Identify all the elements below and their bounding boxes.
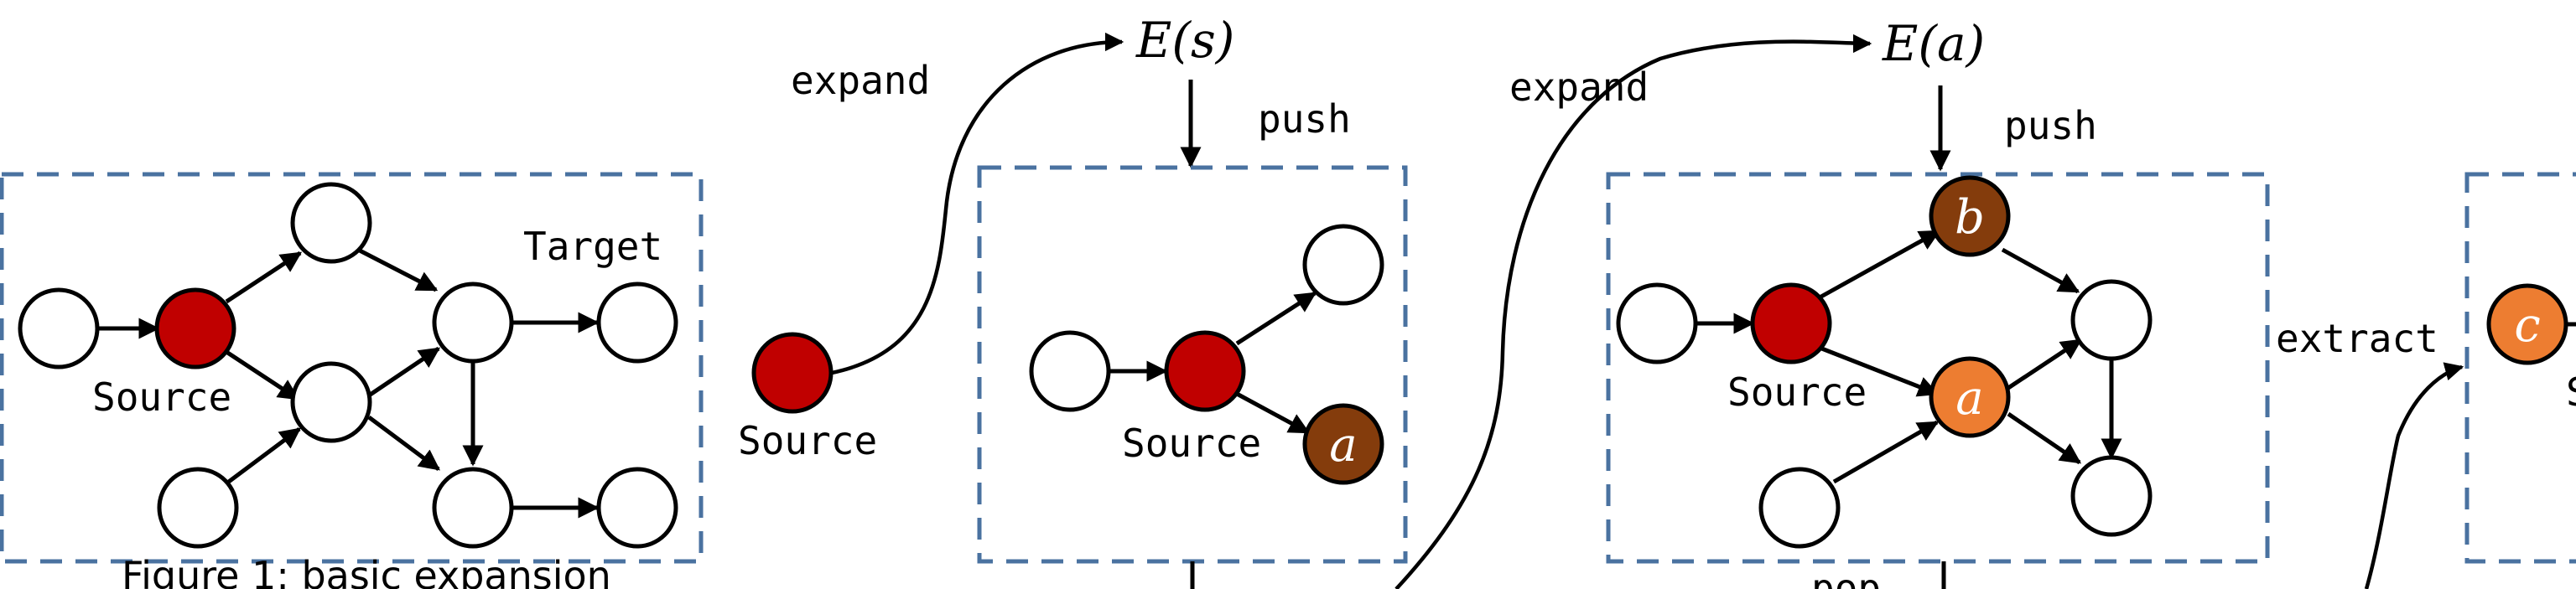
graph-node xyxy=(596,467,678,549)
source-label-step1: Source xyxy=(1122,421,1261,466)
target-node xyxy=(596,282,678,364)
source-node xyxy=(1164,330,1246,412)
node-b xyxy=(1929,175,2011,257)
expand-arrow-a xyxy=(1394,34,1872,589)
node-a-letter: a xyxy=(1955,371,1983,426)
panel-step2-box xyxy=(1606,172,2270,564)
panel-step2-edges xyxy=(1696,229,2122,484)
expand-label-2: expand xyxy=(1509,65,1649,110)
graph-node xyxy=(157,467,239,549)
math-ea: E(a) xyxy=(1882,15,1985,72)
extract-arrow xyxy=(2364,362,2464,589)
graph-node xyxy=(18,287,100,369)
figure-caption: Figure 1: basic expansion xyxy=(122,553,611,589)
graph-node xyxy=(2070,279,2153,361)
graph-node xyxy=(290,361,372,443)
source-node xyxy=(154,287,236,369)
math-es: E(s) xyxy=(1135,12,1234,69)
source-label-step3: Source xyxy=(2566,369,2576,415)
graph-node xyxy=(1758,467,1841,549)
source-label-step2: Source xyxy=(1727,369,1867,415)
panel-step3-box xyxy=(2464,172,2576,564)
graph-node xyxy=(1029,330,1111,412)
graph-node xyxy=(2070,455,2153,537)
pop-label: pop xyxy=(1811,566,1881,589)
source-node-standalone xyxy=(751,332,834,414)
node-a xyxy=(1929,356,2011,438)
node-a-letter: a xyxy=(1329,418,1357,473)
node-a xyxy=(1302,403,1384,485)
graph-node xyxy=(432,467,514,549)
panel-initial-graph-box xyxy=(0,172,704,564)
source-label: Source xyxy=(92,375,231,420)
graph-node xyxy=(1616,282,1698,364)
target-label: Target xyxy=(523,224,662,269)
source-node xyxy=(1750,282,1832,364)
graph-node xyxy=(290,182,372,264)
node-c-letter: c xyxy=(2514,298,2540,353)
expand-arrow-s xyxy=(831,32,1124,375)
extract-label: extract xyxy=(2276,316,2438,361)
node-b-letter: b xyxy=(1955,190,1985,245)
push-label-2: push xyxy=(2004,103,2097,148)
graph-node xyxy=(432,282,514,364)
graph-node xyxy=(1302,224,1384,306)
expand-label-1: expand xyxy=(791,58,930,103)
source-label-standalone: Source xyxy=(738,418,877,463)
push-label-1: push xyxy=(1258,96,1351,142)
panel-step1-edges xyxy=(1109,291,1317,435)
panel-initial-nodes xyxy=(18,182,678,549)
panel-initial-edges xyxy=(96,247,600,519)
